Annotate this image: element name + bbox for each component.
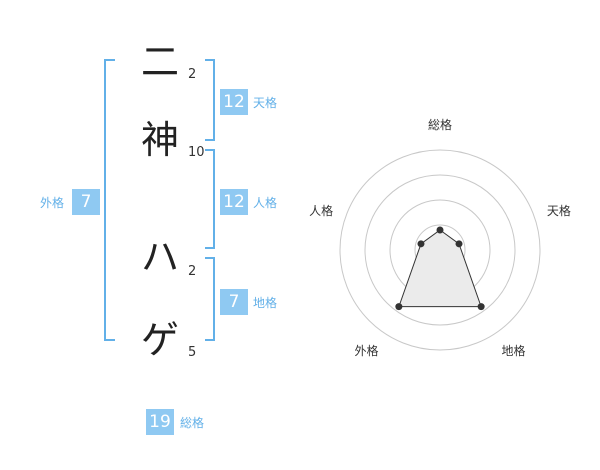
chikaku-bracket <box>205 257 215 341</box>
radar-grid-ring <box>364 174 516 326</box>
radar-axis-label-1: 総格 <box>428 118 453 132</box>
stroke-count-3: 2 <box>188 264 197 279</box>
soukaku-label: 総格 <box>180 416 205 430</box>
jinkaku-value: 12 <box>220 189 248 215</box>
radar-axis-label-2: 天格 <box>546 204 571 219</box>
tenkaku-value: 12 <box>220 89 248 115</box>
radar-point-3 <box>477 303 485 311</box>
chikaku-value: 7 <box>220 289 248 315</box>
chikaku-label: 地格 <box>253 296 278 310</box>
tenkaku-label: 天格 <box>253 96 278 110</box>
jinkaku-label: 人格 <box>253 196 278 210</box>
tenkaku-bracket <box>205 59 215 141</box>
name-char-1: 二 <box>140 40 179 84</box>
radar-point-4 <box>395 303 403 311</box>
jinkaku-bracket <box>205 149 215 249</box>
gaikaku-bracket <box>104 59 115 341</box>
gaikaku-value: 7 <box>72 189 100 215</box>
radar-axis-label-4: 外格 <box>354 344 379 359</box>
radar-point-1 <box>436 226 444 234</box>
radar-point-5 <box>417 240 425 248</box>
stroke-count-2: 10 <box>188 145 205 160</box>
radar-axis-label-5: 人格 <box>309 204 334 219</box>
name-char-4: ゲ <box>140 318 179 362</box>
name-char-2: 神 <box>140 118 179 162</box>
stroke-count-1: 2 <box>188 67 197 82</box>
radar-point-2 <box>455 240 463 248</box>
stroke-count-4: 5 <box>188 345 197 360</box>
radar-series-area <box>398 229 482 308</box>
soukaku-value: 19 <box>146 409 174 435</box>
gaikaku-label: 外格 <box>40 196 65 210</box>
radar-axis-label-3: 地格 <box>501 344 526 359</box>
name-char-3: ハ <box>140 235 179 279</box>
radar-chart <box>339 149 541 351</box>
radar-grid-ring <box>339 149 541 351</box>
radar-points <box>395 226 485 311</box>
